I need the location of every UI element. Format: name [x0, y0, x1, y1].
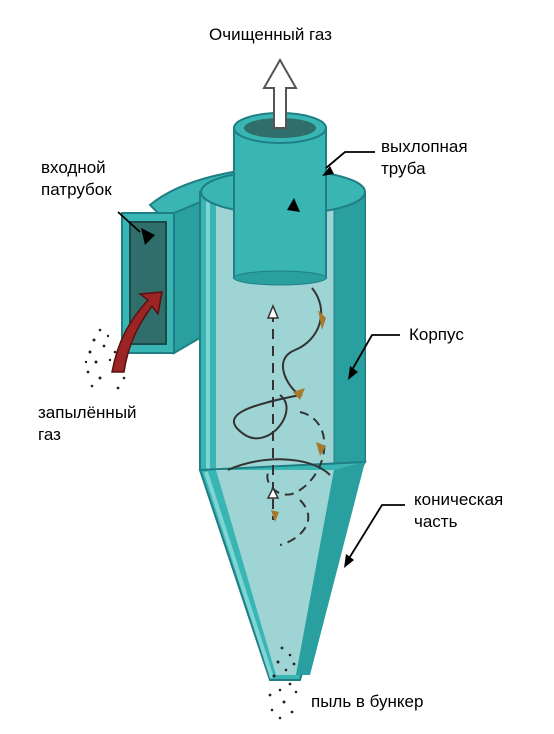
dusty-gas-arrow-icon [111, 291, 163, 373]
dusty-gas-label-line2: газ [38, 425, 61, 444]
inlet-label: входной патрубок [41, 157, 112, 201]
cone-label-line1: коническая [414, 490, 504, 509]
leader-lines [117, 151, 405, 568]
inlet-duct [121, 166, 301, 355]
inlet-label-line1: входной [41, 158, 106, 177]
inlet-arrow-icon [141, 228, 155, 245]
clean-gas-arrow-icon [262, 57, 298, 129]
inlet-dust-particles [84, 328, 126, 390]
exhaust-pipe-label: выхлопная труба [381, 136, 468, 180]
exhaust-pipe-label-line2: труба [381, 159, 426, 178]
outlet-dust-particles [268, 646, 298, 720]
dusty-gas-label-line1: запылённый [38, 403, 137, 422]
cyclone-cone [198, 460, 367, 681]
body-label: Корпус [409, 325, 464, 344]
cone-label: коническая часть [414, 489, 503, 533]
vortex-arrow-icons [266, 304, 326, 522]
inlet-label-line2: патрубок [41, 180, 112, 199]
pipe-arrow-icon [287, 198, 300, 212]
exhaust-pipe [233, 112, 327, 286]
vortex-flow [227, 287, 331, 546]
clean-gas-label: Очищенный газ [209, 25, 332, 44]
exhaust-pipe-label-line1: выхлопная [381, 137, 468, 156]
dust-out-label: пыль в бункер [311, 692, 424, 711]
dusty-gas-label: запылённый газ [38, 402, 137, 446]
cone-label-line2: часть [414, 512, 458, 531]
